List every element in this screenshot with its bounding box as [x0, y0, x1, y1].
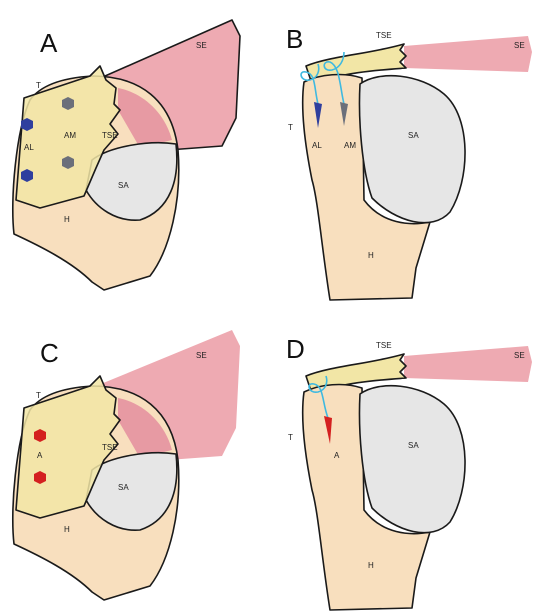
supraspinatus-muscle — [404, 36, 532, 72]
label-a: A — [334, 451, 340, 460]
label-t: T — [36, 81, 41, 90]
panel-c: C SE T A TSE SA H — [13, 330, 240, 600]
label-tse: TSE — [102, 131, 118, 140]
label-t: T — [36, 391, 41, 400]
label-h: H — [368, 251, 374, 260]
label-sa: SA — [408, 441, 419, 450]
label-a: A — [37, 451, 43, 460]
panel-letter-d: D — [286, 334, 305, 364]
label-h: H — [64, 525, 70, 534]
panel-letter-a: A — [40, 28, 58, 58]
label-sa: SA — [118, 483, 129, 492]
label-se: SE — [514, 41, 525, 50]
panel-b: B TSE SE T AL AM SA H — [286, 24, 532, 300]
glenoid — [360, 76, 466, 223]
panel-letter-c: C — [40, 338, 59, 368]
supraspinatus-muscle — [404, 346, 532, 382]
panel-d: D TSE SE T A SA H — [286, 334, 532, 610]
label-t: T — [288, 123, 293, 132]
label-h: H — [64, 215, 70, 224]
label-t: T — [288, 433, 293, 442]
label-tse: TSE — [376, 341, 392, 350]
label-h: H — [368, 561, 374, 570]
panel-a: A SE T AL AM TSE SA H — [13, 20, 240, 290]
label-sa: SA — [118, 181, 129, 190]
label-tse: TSE — [376, 31, 392, 40]
label-se: SE — [196, 41, 207, 50]
glenoid — [360, 386, 466, 533]
label-se: SE — [196, 351, 207, 360]
label-se: SE — [514, 351, 525, 360]
label-am: AM — [344, 141, 356, 150]
label-tse: TSE — [102, 443, 118, 452]
label-am: AM — [64, 131, 76, 140]
panel-letter-b: B — [286, 24, 303, 54]
label-sa: SA — [408, 131, 419, 140]
label-al: AL — [312, 141, 322, 150]
label-al: AL — [24, 143, 34, 152]
